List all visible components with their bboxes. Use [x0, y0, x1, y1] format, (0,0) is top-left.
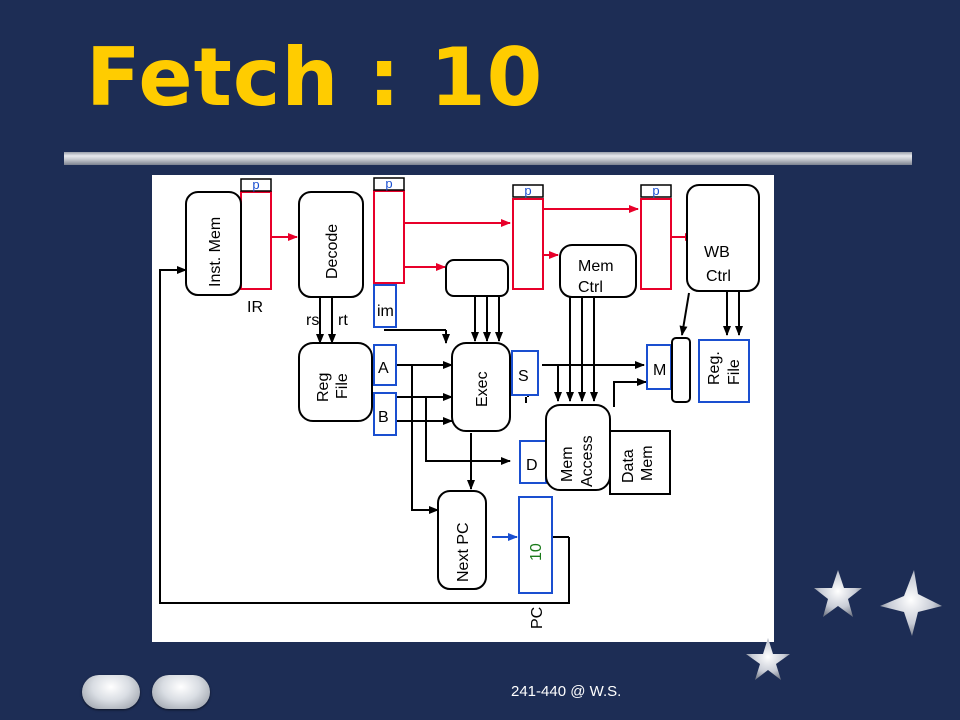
mem-ctrl-label-line2: Ctrl [578, 279, 603, 296]
data-mem-label-line2: Mem [639, 445, 656, 481]
s-label: S [518, 368, 529, 385]
pipe-tag-mem-wb: p [652, 183, 659, 198]
decorative-stars [738, 566, 948, 686]
pipe-tag-ex-mem: p [524, 183, 531, 198]
decode-label: Decode [324, 224, 341, 279]
reg-file-wb-label-line1: Reg. [706, 351, 723, 385]
a-label: A [378, 360, 389, 377]
pipe-tag-id-ex: p [385, 176, 392, 191]
b-label: B [378, 409, 389, 426]
d-label: D [526, 457, 538, 474]
pc-label: PC [529, 607, 546, 629]
next-pc-label: Next PC [455, 522, 472, 582]
mem-ctrl-label-line1: Mem [578, 258, 614, 275]
footer-text: 241-440 @ W.S. [511, 683, 622, 700]
star-icon [814, 570, 862, 617]
exec-label: Exec [474, 371, 491, 407]
previous-slide-button[interactable] [82, 675, 140, 709]
wb-ctrl-label-line1: WB [704, 244, 730, 261]
m-label: M [653, 362, 666, 379]
pipeline-diagram: p p p p Inst. Mem IR Decode rs rt Reg [152, 175, 774, 642]
pipe-tag-if-id: p [252, 177, 259, 192]
reg-file-label-line2: File [334, 373, 351, 399]
wb-ctrl-label-line2: Ctrl [706, 268, 731, 285]
mem-access-label-line1: Mem [559, 446, 576, 482]
star-icon [880, 570, 942, 636]
pc-value: 10 [528, 543, 545, 561]
rt-label: rt [338, 312, 348, 329]
rs-label: rs [306, 312, 319, 329]
data-mem-label-line1: Data [620, 449, 637, 483]
reg-file-wb-label-line2: File [726, 359, 743, 385]
title-divider [64, 152, 912, 165]
inst-mem-label: Inst. Mem [207, 217, 224, 287]
star-icon [746, 638, 790, 680]
ir-label: IR [247, 299, 263, 316]
next-slide-button[interactable] [152, 675, 210, 709]
mem-access-label-line2: Access [579, 435, 596, 487]
reg-file-label-line1: Reg [315, 373, 332, 402]
slide-title: Fetch : 10 [86, 31, 544, 124]
im-label: im [377, 303, 394, 320]
